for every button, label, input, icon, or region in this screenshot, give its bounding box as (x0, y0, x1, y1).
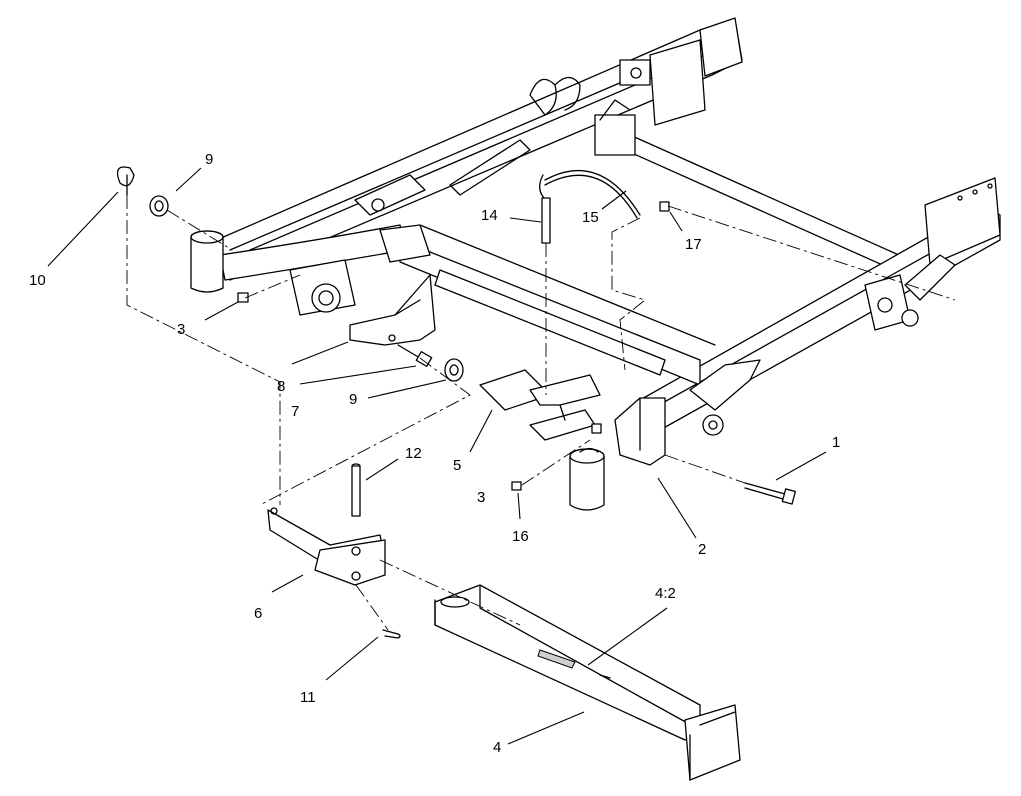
bolt-1 (744, 482, 797, 505)
callout-2: 2 (698, 541, 706, 558)
cotter-pin-11 (382, 629, 401, 639)
callout-4: 4 (493, 739, 501, 756)
bolt-7 (397, 344, 433, 367)
frame-cross-tube-rear (594, 99, 911, 276)
callout-9-upper: 9 (205, 151, 213, 168)
callout-labels: 1 2 3 3 4 4:2 5 6 7 8 9 9 10 11 12 14 15… (29, 151, 840, 756)
frame-left-arm (219, 174, 431, 316)
frame-rear-rail (204, 17, 743, 281)
callout-3-lower: 3 (477, 489, 485, 506)
callout-15: 15 (582, 209, 599, 226)
clevis-bracket-6 (267, 507, 386, 586)
leader-lines (47, 167, 827, 745)
frame-front-crossmember (399, 224, 716, 386)
nut-17 (659, 201, 670, 212)
callout-16: 16 (512, 528, 529, 545)
callout-8: 8 (277, 378, 285, 395)
callout-14: 14 (481, 207, 498, 224)
hitch-bracket-2 (614, 359, 761, 466)
callout-4-2: 4:2 (655, 585, 676, 602)
assembly-centerlines (126, 195, 956, 631)
frame-right-pivot (864, 254, 956, 331)
bolt-16 (511, 481, 522, 491)
cable-15 (544, 169, 641, 219)
callout-17: 17 (685, 236, 702, 253)
callout-7: 7 (291, 403, 299, 420)
lift-bracket (349, 274, 436, 346)
callout-10: 10 (29, 272, 46, 289)
callout-12: 12 (405, 445, 422, 462)
spindle-housing-center (569, 447, 605, 511)
washer-9-upper (149, 195, 169, 217)
pin-12 (351, 463, 361, 517)
nut-3-upper (237, 292, 249, 303)
callout-5: 5 (453, 457, 461, 474)
callout-1: 1 (832, 434, 840, 451)
washer-9-lower (444, 358, 464, 382)
callout-11: 11 (300, 689, 316, 706)
nut-3-lower (591, 423, 602, 434)
callout-9-lower: 9 (349, 391, 357, 408)
spindle-housing-left (190, 230, 224, 293)
hitch-pin-10 (116, 166, 135, 196)
callout-3-upper: 3 (177, 321, 185, 338)
callout-6: 6 (254, 605, 262, 622)
tongue-4 (434, 584, 741, 781)
center-mount-bracket (529, 374, 601, 441)
